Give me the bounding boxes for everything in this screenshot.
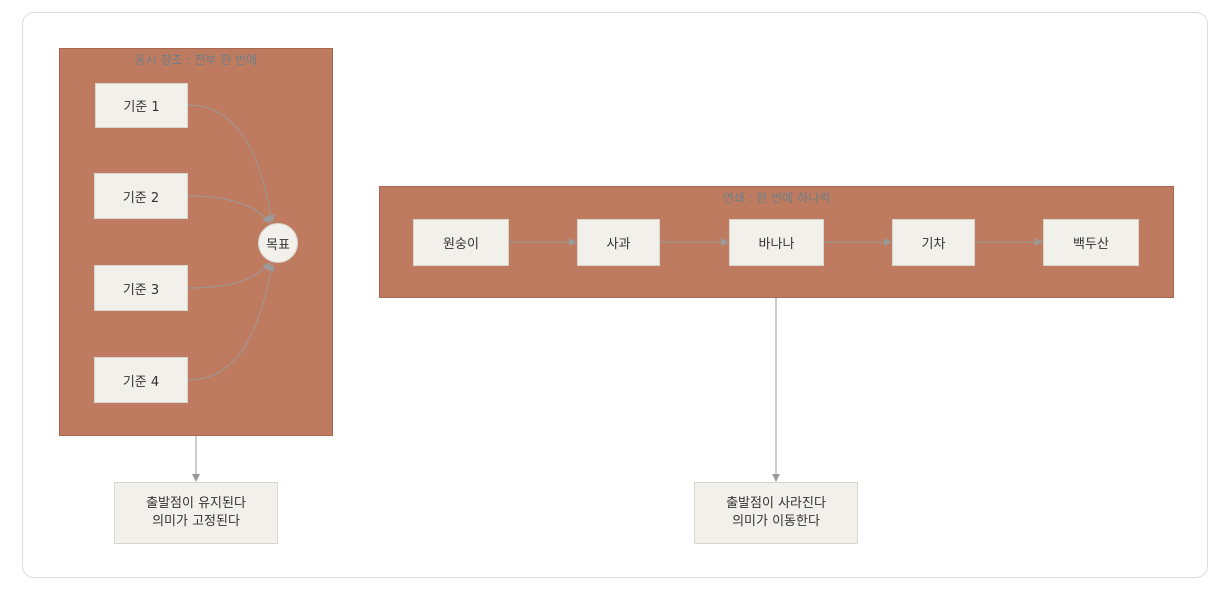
left-note-line2: 의미가 고정된다: [152, 514, 240, 529]
left-note: 출발점이 유지된다 의미가 고정된다: [114, 482, 278, 544]
chain-node-2: 사과: [577, 219, 660, 266]
right-note: 출발점이 사라진다 의미가 이동한다: [694, 482, 858, 544]
chain-group-title: 연쇄 : 한 번에 하나씩: [722, 191, 831, 205]
chain-node-5: 백두산: [1043, 219, 1139, 266]
right-note-line2: 의미가 이동한다: [732, 514, 820, 529]
simultaneous-group-title: 동시 참조 : 전부 한 번에: [134, 53, 258, 67]
criterion-node-4: 기준 4: [94, 357, 188, 403]
target-node: 목표: [258, 223, 298, 263]
criterion-node-3: 기준 3: [94, 265, 188, 311]
criterion-node-1: 기준 1: [95, 83, 188, 128]
criterion-node-2: 기준 2: [94, 173, 188, 219]
left-note-line1: 출발점이 유지된다: [146, 496, 246, 511]
chain-node-4: 기차: [892, 219, 975, 266]
chain-node-3: 바나나: [729, 219, 824, 266]
chain-node-1: 원숭이: [413, 219, 509, 266]
right-note-line1: 출발점이 사라진다: [726, 496, 826, 511]
